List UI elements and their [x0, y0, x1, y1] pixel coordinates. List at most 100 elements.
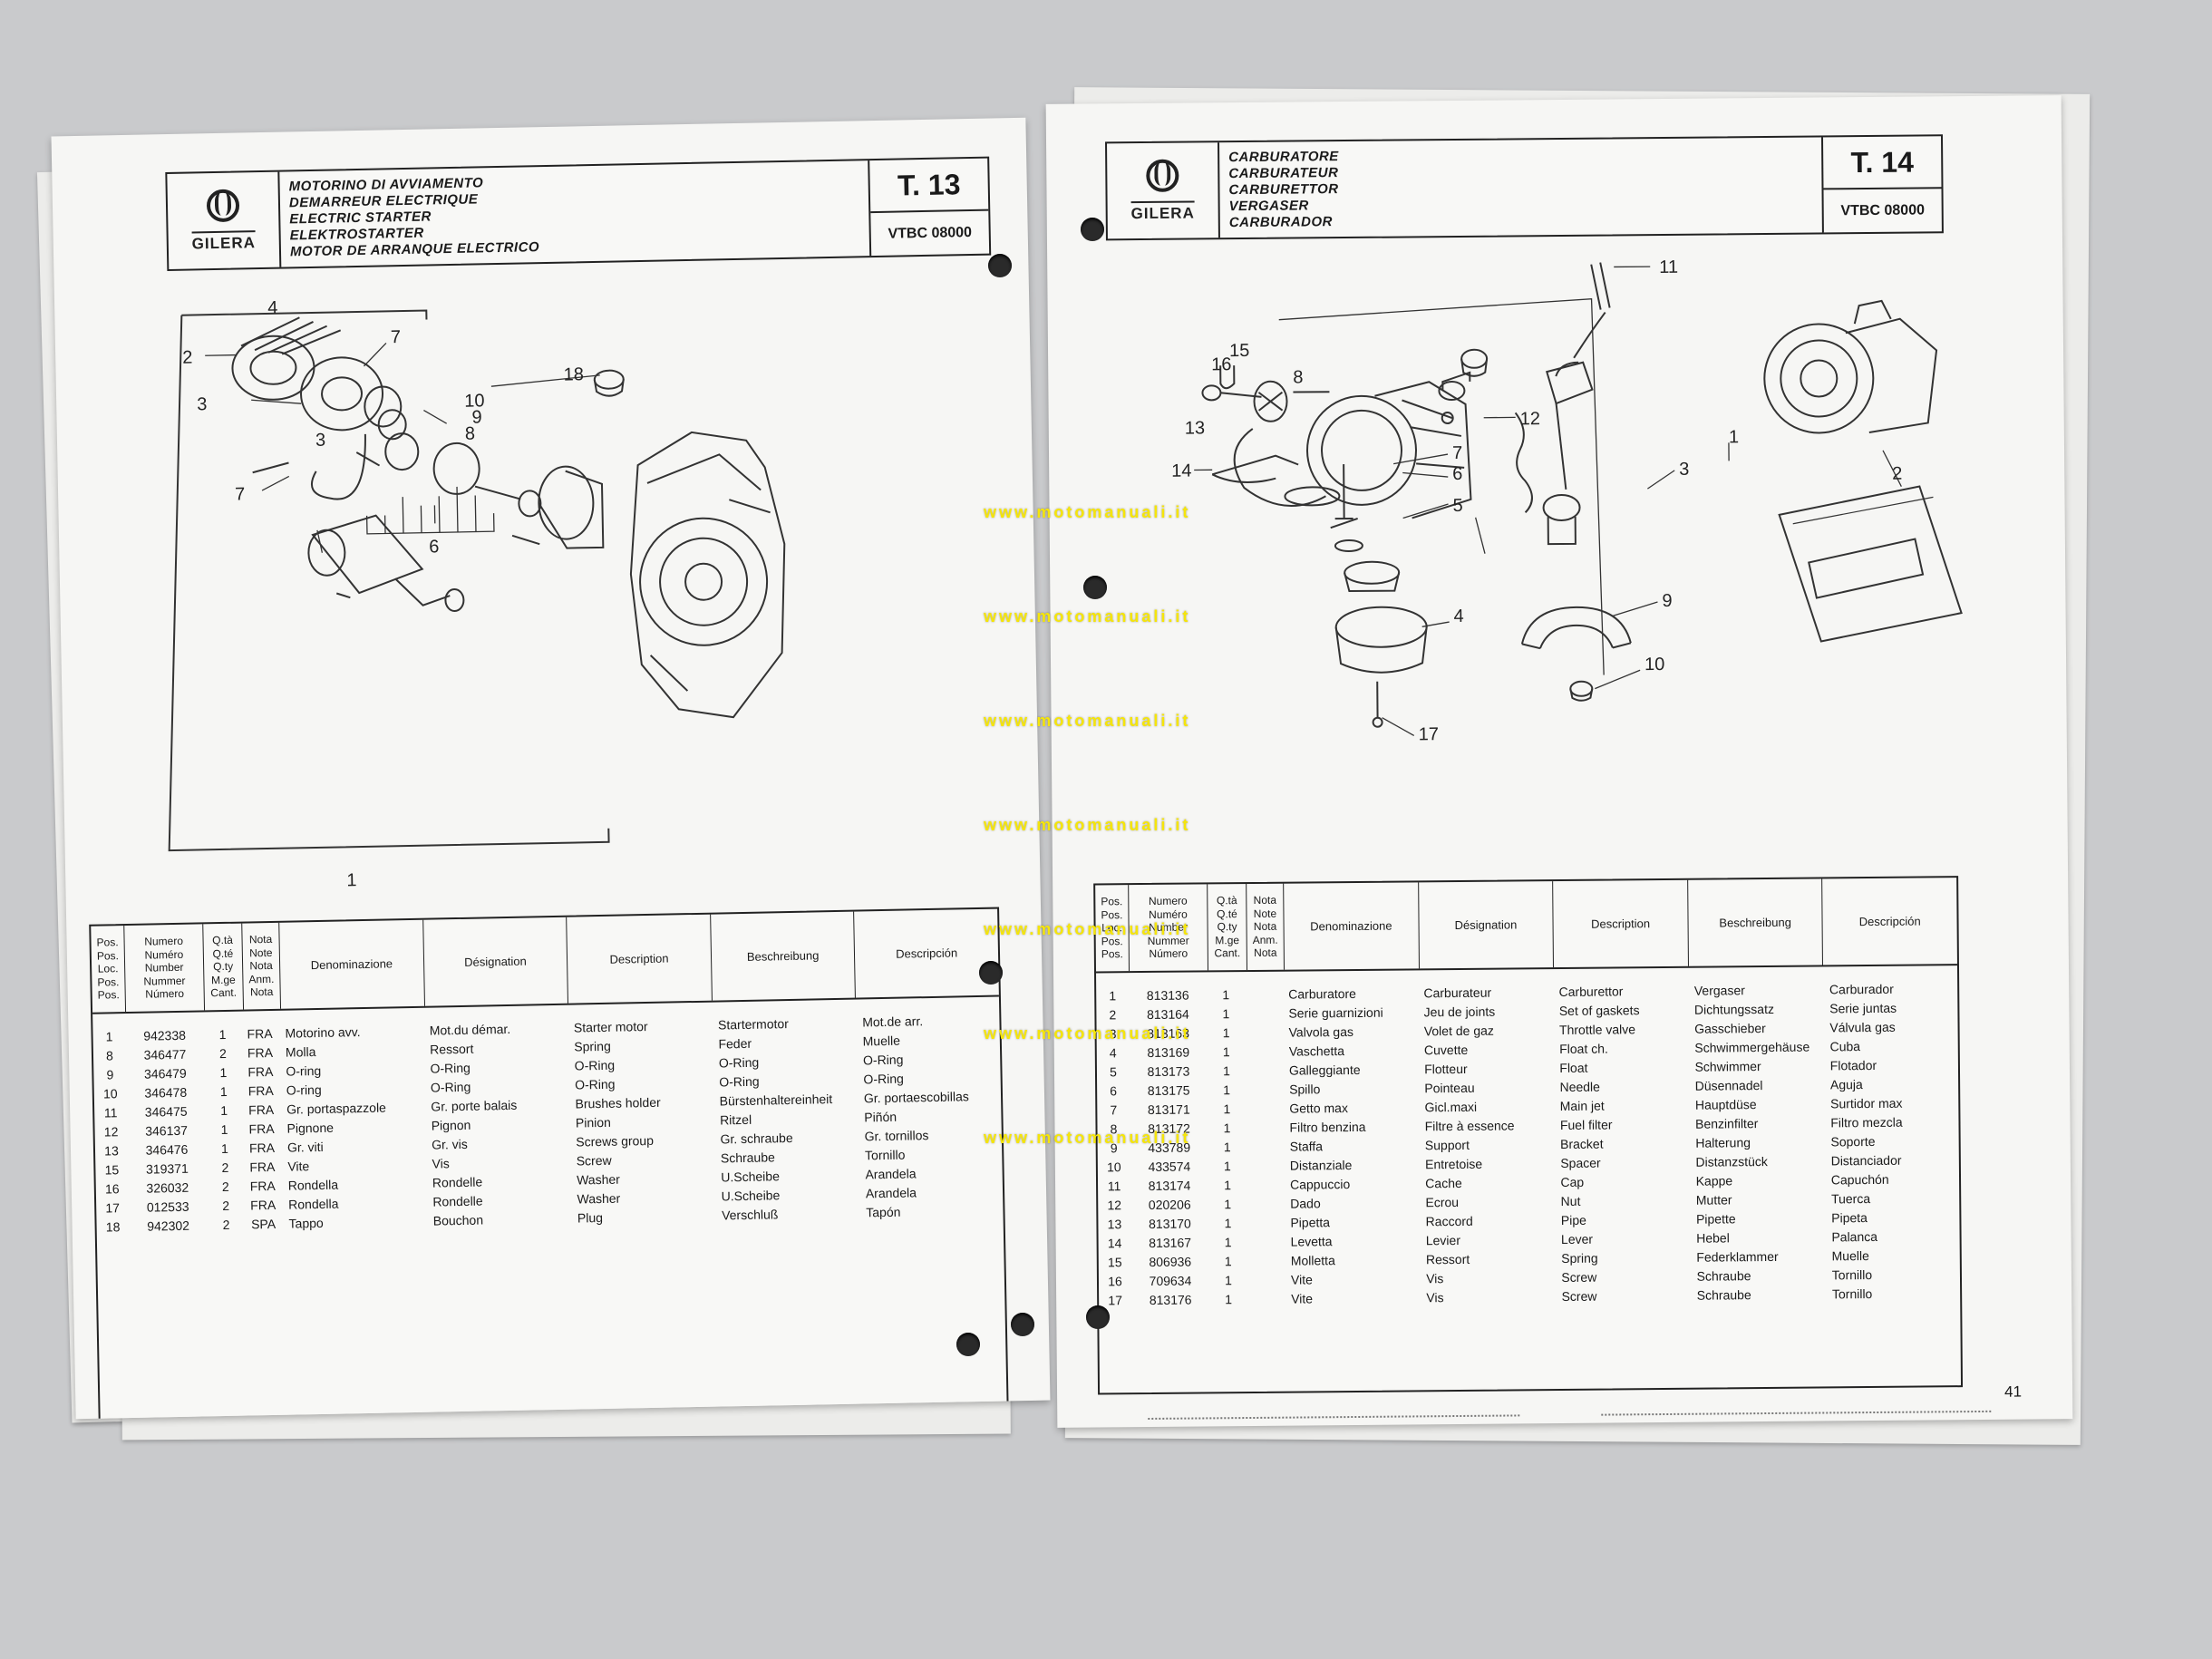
- cell-es: Distanciador: [1830, 1152, 1902, 1168]
- cell-de: Federklammer: [1696, 1248, 1779, 1265]
- cell-en: Carburettor: [1558, 983, 1624, 999]
- cell-pos: 11: [1107, 1178, 1121, 1193]
- cell-note: FRA: [250, 1197, 276, 1212]
- cell-fr: Levier: [1425, 1232, 1461, 1247]
- header-line: Q.tà: [212, 934, 234, 947]
- cell-en: Set of gaskets: [1558, 1002, 1640, 1018]
- page-titles: CARBURATORE CARBURATEUR CARBURETTOR VERG…: [1219, 137, 1822, 238]
- cell-fr: O-Ring: [430, 1060, 471, 1076]
- cell-number: 813171: [1147, 1101, 1190, 1117]
- col-denominazione: Denominazione: [1284, 882, 1420, 970]
- callout-1: 1: [1729, 427, 1739, 447]
- header-line: M.ge: [210, 973, 236, 986]
- cell-es: Tornillo: [864, 1147, 906, 1162]
- cell-it: Vaschetta: [1288, 1043, 1345, 1059]
- cell-pos: 13: [1107, 1216, 1122, 1231]
- cell-de: Pipette: [1695, 1210, 1736, 1227]
- cell-number: 709634: [1149, 1273, 1192, 1288]
- page-left: GILERA MOTORINO DI AVVIAMENTO DEMARREUR …: [51, 117, 1051, 1420]
- cell-en: Needle: [1559, 1079, 1600, 1094]
- cell-es: O-Ring: [863, 1071, 904, 1086]
- callout-18: 18: [563, 364, 584, 384]
- cell-qty: 1: [1222, 1043, 1230, 1059]
- cell-en: Main jet: [1559, 1098, 1605, 1113]
- header-line: Número: [1149, 946, 1188, 961]
- gilera-logo-icon: [1146, 159, 1179, 192]
- table-id-box: T. 14 VTBC 08000: [1821, 136, 1942, 233]
- cell-en: Nut: [1560, 1193, 1581, 1208]
- cell-note: FRA: [247, 1025, 273, 1041]
- callout-6: 6: [429, 537, 440, 557]
- callout-16: 16: [1211, 354, 1231, 374]
- table-id-box: T. 13 VTBC 08000: [868, 158, 990, 257]
- cell-es: Serie juntas: [1829, 1000, 1897, 1015]
- cell-number: 813176: [1149, 1292, 1192, 1307]
- callout-1: 1: [346, 870, 357, 890]
- cell-it: Rondella: [287, 1177, 339, 1193]
- punch-hole: [1081, 218, 1104, 241]
- cell-pos: 9: [106, 1066, 114, 1082]
- cell-qty: 1: [1222, 1005, 1230, 1021]
- header-line: Pos.: [1101, 895, 1123, 908]
- header-line: Numero: [1148, 894, 1188, 908]
- cell-fr: Vis: [1426, 1270, 1444, 1285]
- watermark: www.motomanuali.it: [984, 1024, 1191, 1043]
- header-line: Number: [144, 961, 184, 975]
- cell-qty: 1: [218, 1026, 227, 1042]
- table-number: T. 13: [869, 158, 989, 214]
- cell-it: Cappuccio: [1289, 1176, 1351, 1192]
- cell-fr: Ressort: [429, 1041, 474, 1057]
- callout-2: 2: [1892, 464, 1902, 484]
- cell-pos: 8: [105, 1047, 114, 1062]
- cell-fr: Vis: [432, 1155, 450, 1171]
- header-line: M.ge: [1215, 933, 1240, 947]
- model-code: VTBC 08000: [1840, 202, 1926, 218]
- cell-es: Mot.de arr.: [862, 1013, 924, 1029]
- cell-es: Aguja: [1829, 1076, 1863, 1091]
- cell-es: Soporte: [1830, 1133, 1876, 1149]
- cell-qty: 1: [219, 1083, 228, 1099]
- page-titles: MOTORINO DI AVVIAMENTO DEMARREUR ELECTRI…: [279, 160, 869, 267]
- callout-11: 11: [1659, 257, 1678, 277]
- cell-qty: 1: [1222, 1062, 1230, 1078]
- cell-de: Startermotor: [717, 1015, 790, 1033]
- cell-en: Fuel filter: [1559, 1117, 1613, 1132]
- cell-fr: Mot.du démar.: [429, 1021, 511, 1038]
- cell-number: 813136: [1146, 987, 1189, 1003]
- header-line: Note: [249, 946, 273, 960]
- cell-fr: Cuvette: [1423, 1042, 1469, 1057]
- callout-7a: 7: [391, 327, 402, 347]
- cell-en: Screw: [576, 1152, 612, 1169]
- cell-it: Gr. viti: [286, 1139, 324, 1155]
- cell-qty: 1: [220, 1102, 228, 1118]
- cell-en: Throttle valve: [1558, 1021, 1636, 1037]
- watermark: www.motomanuali.it: [984, 1129, 1191, 1147]
- cell-de: Gr. schraube: [720, 1130, 793, 1146]
- callout-6: 6: [1452, 464, 1462, 484]
- cell-fr: Carburateur: [1423, 985, 1492, 1000]
- cell-es: Válvula gas: [1829, 1019, 1896, 1034]
- cell-pos: 16: [104, 1180, 120, 1197]
- cell-en: Pinion: [575, 1114, 611, 1130]
- callout-10: 10: [464, 391, 485, 411]
- cell-en: Spring: [574, 1038, 611, 1054]
- callout-5: 5: [1452, 496, 1462, 516]
- cell-de: Schraube: [1696, 1286, 1751, 1303]
- cell-fr: Pointeau: [1424, 1080, 1475, 1095]
- callout-4: 4: [1454, 606, 1464, 626]
- callout-3: 3: [1679, 460, 1689, 480]
- cell-pos: 1: [105, 1028, 113, 1043]
- cell-es: Filtro mezcla: [1830, 1114, 1903, 1130]
- cell-de: Schraube: [1696, 1267, 1751, 1284]
- header-line: Cant.: [1214, 946, 1241, 960]
- cell-fr: Gr. vis: [431, 1136, 468, 1152]
- cell-it: Serie guarnizioni: [1288, 1004, 1383, 1021]
- cell-de: Düsennadel: [1694, 1077, 1763, 1093]
- col-designation: Désignation: [422, 917, 569, 1006]
- cell-number: 326032: [146, 1179, 189, 1196]
- cell-number: 020206: [1148, 1197, 1191, 1212]
- cell-number: 346479: [143, 1065, 187, 1082]
- callout-2: 2: [182, 348, 193, 368]
